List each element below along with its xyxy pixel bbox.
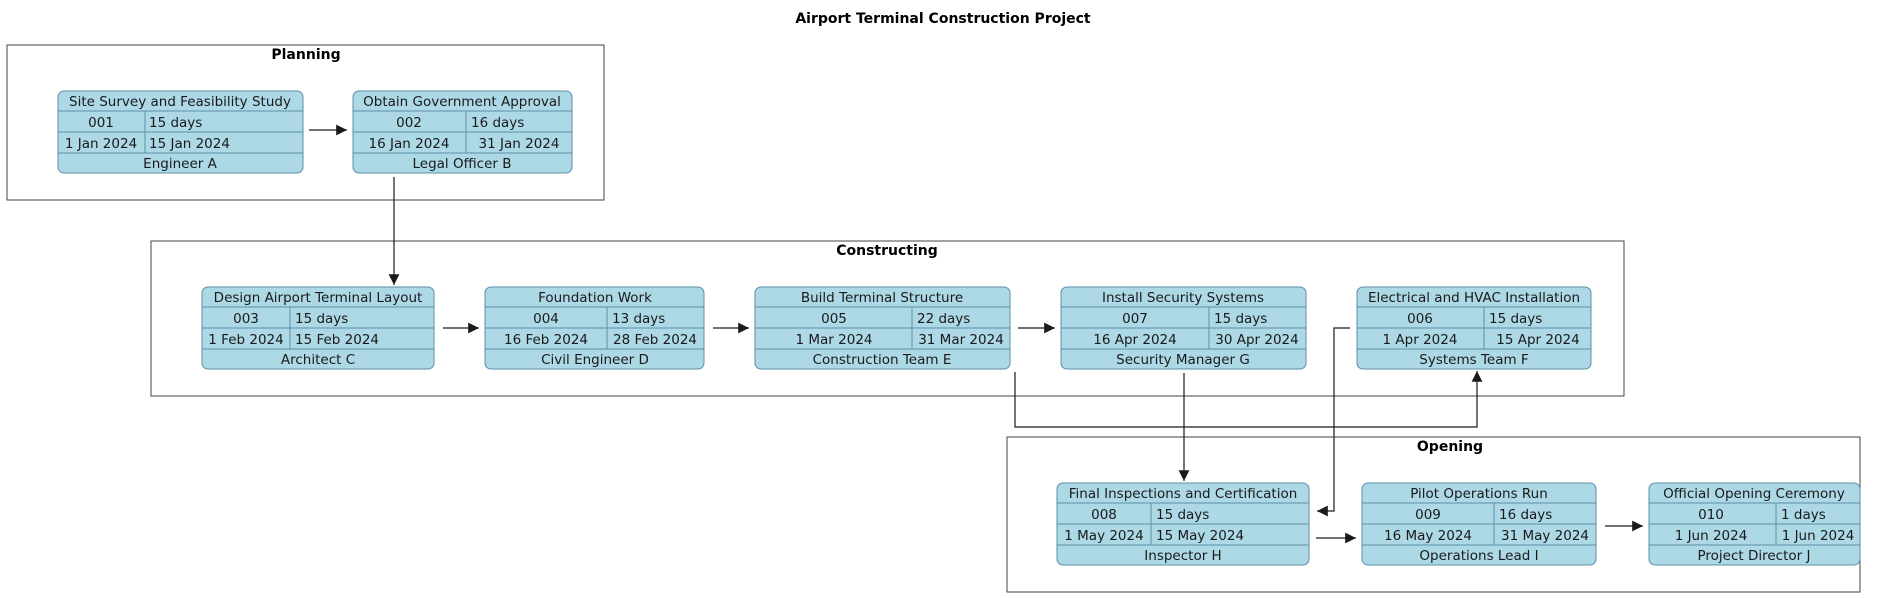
task-name: Electrical and HVAC Installation — [1368, 290, 1580, 306]
task-end: 15 Apr 2024 — [1496, 332, 1579, 348]
diagram-title: Airport Terminal Construction Project — [795, 11, 1091, 27]
task-end: 31 May 2024 — [1501, 528, 1589, 544]
task-id: 006 — [1407, 311, 1433, 327]
task-end: 15 Feb 2024 — [295, 332, 379, 348]
task-owner: Operations Lead I — [1419, 548, 1538, 564]
task-name: Install Security Systems — [1102, 290, 1264, 306]
task-owner: Architect C — [281, 352, 355, 368]
task-name: Site Survey and Feasibility Study — [69, 94, 291, 110]
task-owner: Civil Engineer D — [541, 352, 649, 368]
task-start: 1 Jun 2024 — [1675, 528, 1748, 544]
dependency-edges — [309, 124, 1643, 544]
task-name: Official Opening Ceremony — [1663, 486, 1845, 502]
task-duration: 15 days — [295, 311, 348, 327]
task-duration: 15 days — [1156, 507, 1209, 523]
task-start: 16 Apr 2024 — [1093, 332, 1176, 348]
task-owner: Project Director J — [1698, 548, 1811, 564]
task-end: 28 Feb 2024 — [613, 332, 697, 348]
task-id: 002 — [396, 115, 422, 131]
task-end: 15 May 2024 — [1156, 528, 1244, 544]
group-label-opening: Opening — [1417, 439, 1483, 455]
task-start: 16 May 2024 — [1384, 528, 1472, 544]
group-label-planning: Planning — [271, 47, 340, 63]
task-id: 003 — [233, 311, 259, 327]
group-frame — [150, 240, 1625, 397]
task-node[interactable]: Build Terminal Structure 005 22 days 1 M… — [754, 286, 1011, 370]
task-end: 1 Jun 2024 — [1782, 528, 1855, 544]
task-start: 16 Feb 2024 — [504, 332, 588, 348]
task-id: 010 — [1698, 507, 1724, 523]
task-duration: 13 days — [612, 311, 665, 327]
task-name: Foundation Work — [538, 290, 652, 306]
task-end: 30 Apr 2024 — [1215, 332, 1298, 348]
task-owner: Engineer A — [143, 156, 217, 172]
task-duration: 16 days — [471, 115, 524, 131]
task-id: 001 — [88, 115, 114, 131]
task-start: 1 Jan 2024 — [65, 136, 137, 152]
group-constructing: Constructing — [150, 240, 1625, 397]
task-id: 004 — [533, 311, 559, 327]
task-name: Obtain Government Approval — [363, 94, 561, 110]
task-id: 007 — [1122, 311, 1148, 327]
task-node[interactable]: Install Security Systems 007 15 days 16 … — [1060, 286, 1307, 370]
task-node[interactable]: Obtain Government Approval 002 16 days 1… — [352, 90, 573, 174]
task-duration: 15 days — [1489, 311, 1542, 327]
task-owner: Construction Team E — [813, 352, 952, 368]
task-end: 15 Jan 2024 — [149, 136, 230, 152]
task-node[interactable]: Final Inspections and Certification 008 … — [1056, 482, 1310, 566]
task-name: Pilot Operations Run — [1410, 486, 1548, 502]
task-start: 16 Jan 2024 — [369, 136, 450, 152]
task-id: 009 — [1415, 507, 1441, 523]
task-node[interactable]: Electrical and HVAC Installation 006 15 … — [1356, 286, 1592, 370]
task-node[interactable]: Design Airport Terminal Layout 003 15 da… — [201, 286, 435, 370]
task-id: 008 — [1091, 507, 1117, 523]
group-label-constructing: Constructing — [836, 243, 938, 259]
task-name: Design Airport Terminal Layout — [214, 290, 423, 306]
task-start: 1 Mar 2024 — [796, 332, 873, 348]
task-duration: 1 days — [1781, 507, 1826, 523]
task-duration: 15 days — [149, 115, 202, 131]
group-planning: Planning — [6, 44, 605, 201]
task-start: 1 Feb 2024 — [208, 332, 283, 348]
task-node[interactable]: Official Opening Ceremony 010 1 days 1 J… — [1648, 482, 1861, 566]
edge-006-to-008 — [1317, 327, 1350, 517]
task-end: 31 Mar 2024 — [918, 332, 1004, 348]
task-owner: Security Manager G — [1116, 352, 1250, 368]
task-start: 1 May 2024 — [1064, 528, 1143, 544]
task-start: 1 Apr 2024 — [1383, 332, 1458, 348]
task-end: 31 Jan 2024 — [479, 136, 560, 152]
group-frame — [6, 44, 605, 201]
task-name: Build Terminal Structure — [801, 290, 963, 306]
task-node[interactable]: Foundation Work 004 13 days 16 Feb 2024 … — [484, 286, 705, 370]
task-owner: Legal Officer B — [413, 156, 512, 172]
task-owner: Systems Team F — [1419, 352, 1528, 368]
task-duration: 15 days — [1214, 311, 1267, 327]
task-id: 005 — [821, 311, 847, 327]
task-name: Final Inspections and Certification — [1069, 486, 1298, 502]
task-duration: 22 days — [917, 311, 970, 327]
task-node[interactable]: Pilot Operations Run 009 16 days 16 May … — [1361, 482, 1597, 566]
task-duration: 16 days — [1499, 507, 1552, 523]
task-owner: Inspector H — [1144, 548, 1221, 564]
edge-005-to-006 — [1014, 371, 1483, 428]
task-node[interactable]: Site Survey and Feasibility Study 001 15… — [57, 90, 304, 174]
